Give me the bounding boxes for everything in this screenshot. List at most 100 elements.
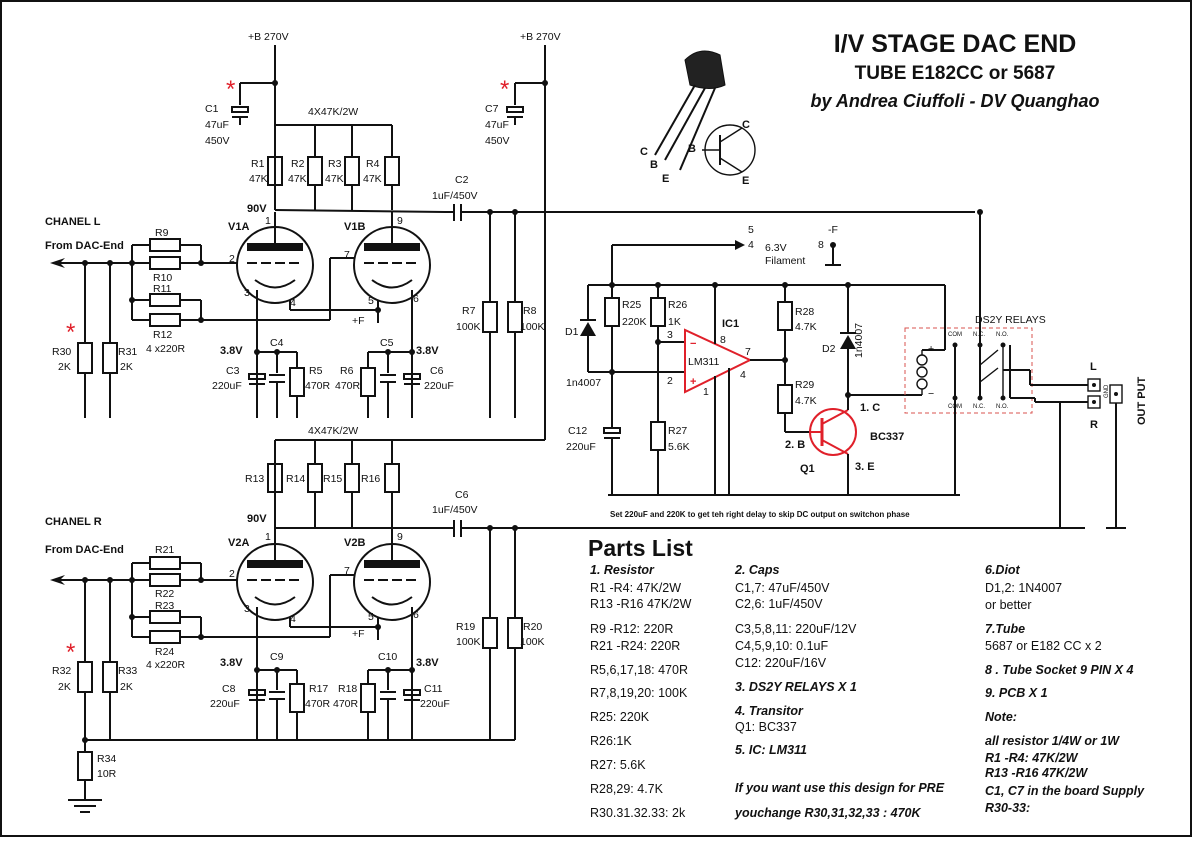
chanel-r-label: CHANEL R <box>45 516 102 528</box>
v2b-pin5: 5 <box>368 611 374 623</box>
ic-pin1: 1 <box>703 386 709 398</box>
v1b-pin6: 6 <box>413 293 419 305</box>
c1-value: 47uF <box>205 119 229 131</box>
out-r-terminal[interactable] <box>1087 395 1101 409</box>
out-l-label: L <box>1090 361 1097 373</box>
parts-list-col2-item: 4. Transitor <box>734 704 804 718</box>
parts-list-col3-item: R13 -R16 47K/2W <box>985 766 1088 780</box>
v1b-label: V1B <box>344 221 365 233</box>
v1a-label: V1A <box>228 221 249 233</box>
r14-label: R14 <box>286 473 305 485</box>
r29-label: R29 <box>795 379 814 391</box>
c3-value: 220uF <box>212 380 242 392</box>
r17-value: 470R <box>305 698 331 710</box>
parts-list-col3-item: 8 . Tube Socket 9 PIN X 4 <box>985 663 1133 677</box>
parts-list-col1-item: R5,6,17,18: 470R <box>590 663 688 677</box>
r18-value: 470R <box>333 698 359 710</box>
q1-label: Q1 <box>800 463 815 475</box>
c11-value: 220uF <box>420 698 450 710</box>
r1-value: 47K <box>249 173 268 185</box>
c9-label: C9 <box>270 651 284 663</box>
r29-value: 4.7K <box>795 395 817 407</box>
c1-label: C1 <box>205 103 219 115</box>
c6-value: 1uF/450V <box>432 504 478 516</box>
r4-label: R4 <box>366 158 380 170</box>
parts-list-col2-item: youchange R30,31,32,33 : 470K <box>734 806 921 820</box>
bplus-right-label: +B 270V <box>520 31 561 43</box>
parts-list-col2-item: 3. DS2Y RELAYS X 1 <box>735 680 857 694</box>
v1b-pin5: 5 <box>368 295 374 307</box>
ic-lm311-label: LM311 <box>688 356 719 368</box>
fplus-bottom: +F <box>352 628 365 640</box>
r33-value: 2K <box>120 681 133 693</box>
r9-label: R9 <box>155 227 169 239</box>
r17-label: R17 <box>309 683 328 695</box>
parts-list-col2-item: C1,7: 47uF/450V <box>735 581 830 595</box>
sym-pin-c: C <box>742 119 750 131</box>
out-l-terminal[interactable] <box>1087 378 1101 392</box>
from-dac-l-label: From DAC-End <box>45 240 124 252</box>
from-dac-r-label: From DAC-End <box>45 544 124 556</box>
parts-list-col1-item: R25: 220K <box>590 710 650 724</box>
r10-label: R10 <box>153 272 172 284</box>
r31-value: 2K <box>120 361 133 373</box>
svg-text:−: − <box>928 388 934 400</box>
fil-pin8: 8 <box>818 239 824 251</box>
r13-r16-block <box>267 440 400 528</box>
r16-label: R16 <box>361 473 380 485</box>
transistor-package-icon: C B E <box>640 50 726 185</box>
c6-label: C6 <box>455 489 469 501</box>
r20-label: R20 <box>523 621 542 633</box>
r1-r4-block <box>267 125 400 210</box>
fminus-label: -F <box>828 224 838 236</box>
v90-bottom: 90V <box>247 513 267 525</box>
sym-pin-e: E <box>742 175 749 187</box>
output-label: OUT PUT <box>1136 376 1148 425</box>
r23-label: R23 <box>155 600 174 612</box>
d1-value: 1n4007 <box>566 377 601 389</box>
pkg-pin-c: C <box>640 146 648 158</box>
v2a-pin3: 3 <box>244 603 250 615</box>
r8-label: R8 <box>523 305 537 317</box>
relay-com1: COM <box>948 332 962 338</box>
ground-icon <box>68 799 102 813</box>
ic-pin2: 2 <box>667 375 673 387</box>
c7-voltage: 450V <box>485 135 510 147</box>
c6-cath-label: C6 <box>430 365 444 377</box>
q1-bc337-label: BC337 <box>870 431 904 443</box>
pkg-pin-b: B <box>650 159 658 171</box>
relay-box <box>904 327 1033 414</box>
title-line2: TUBE E182CC or 5687 <box>855 63 1056 84</box>
parts-list-col3-item: 9. PCB X 1 <box>985 686 1048 700</box>
r28-value: 4.7K <box>795 321 817 333</box>
c8-label: C8 <box>222 683 236 695</box>
v1a-pin2: 2 <box>229 253 235 265</box>
r11-label: R11 <box>153 283 172 295</box>
parts-list-col2-item: 2. Caps <box>734 563 780 577</box>
v38-r2: 3.8V <box>416 657 439 669</box>
parts-list-col1-item: R30.31.32.33: 2k <box>590 806 686 820</box>
asterisk-c7: * <box>500 76 509 103</box>
r18-label: R18 <box>338 683 357 695</box>
r7-value: 100K <box>456 321 481 333</box>
q1-transistor-red <box>809 408 857 456</box>
c5-label: C5 <box>380 337 394 349</box>
relay-contacts <box>952 212 1011 495</box>
r3-label: R3 <box>328 158 342 170</box>
d2-value: 1n4007 <box>853 323 865 358</box>
svg-text:+: + <box>928 343 934 355</box>
relay-no2: N.O. <box>996 404 1009 410</box>
c12-value: 220uF <box>566 441 596 453</box>
v2a-pin4: 4 <box>290 613 296 625</box>
v1a-pin4: 4 <box>290 297 296 309</box>
parts-list-col3-item: all resistor 1/4W or 1W <box>985 734 1120 748</box>
v38-r1: 3.8V <box>220 657 243 669</box>
c8-value: 220uF <box>210 698 240 710</box>
v2a-pin1: 1 <box>265 531 271 543</box>
c7-label: C7 <box>485 103 499 115</box>
